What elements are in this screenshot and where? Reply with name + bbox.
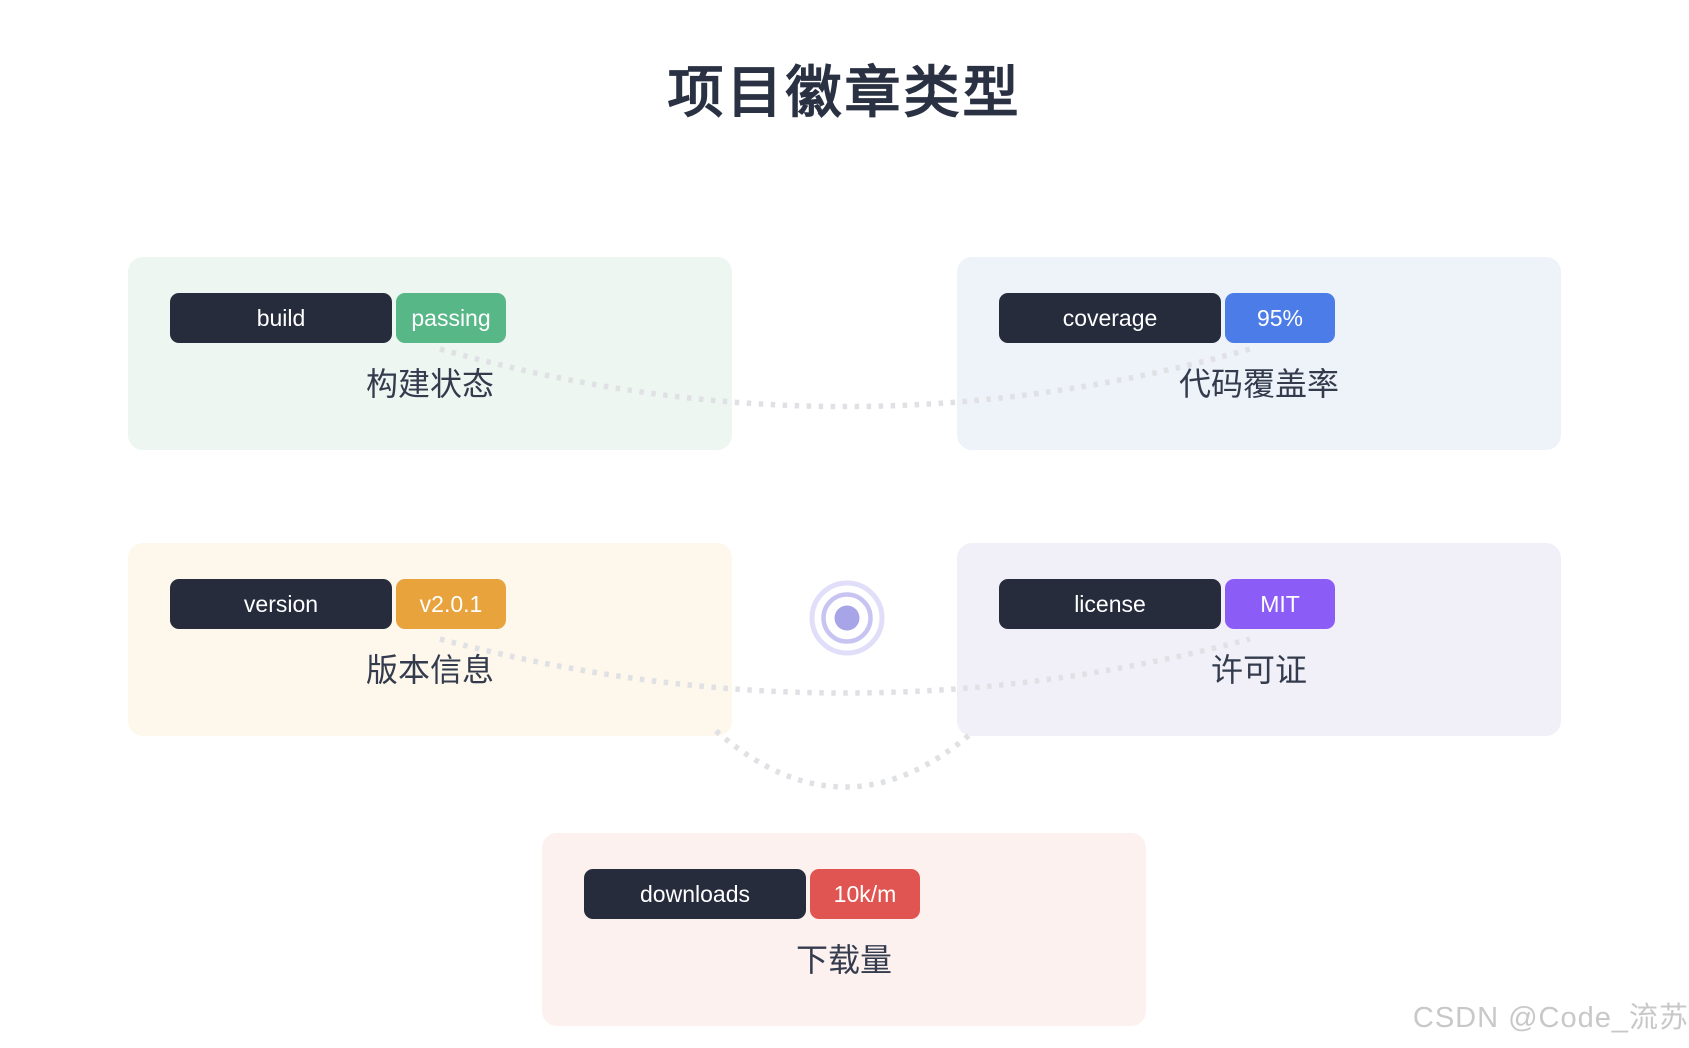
badge-card-downloads: downloads 10k/m 下载量	[542, 833, 1146, 1026]
page-title: 项目徽章类型	[667, 61, 1022, 124]
dotted-connector-bottom	[714, 728, 976, 790]
badge-card-license: license MIT 许可证	[957, 543, 1561, 736]
badge-caption: 构建状态	[365, 366, 494, 402]
watermark: CSDN @Code_流苏	[1412, 1002, 1689, 1034]
badge: downloads 10k/m	[584, 869, 1146, 919]
badge-caption: 下载量	[795, 942, 892, 978]
badge: build passing	[170, 293, 732, 343]
badge-value-segment: passing	[396, 293, 506, 343]
badge-key-segment: downloads	[584, 869, 806, 919]
badge: version v2.0.1	[170, 579, 732, 629]
badge-key-segment: license	[999, 579, 1221, 629]
badge-card-coverage: coverage 95% 代码覆盖率	[957, 257, 1561, 450]
concentric-circles-icon	[809, 580, 885, 656]
badge-key-segment: version	[170, 579, 392, 629]
badge-value-segment: 10k/m	[810, 869, 920, 919]
badge-caption: 代码覆盖率	[1178, 366, 1339, 402]
badge: license MIT	[999, 579, 1561, 629]
badge-card-build: build passing 构建状态	[128, 257, 732, 450]
badge-key-segment: build	[170, 293, 392, 343]
badge-caption: 版本信息	[365, 652, 494, 688]
badge: coverage 95%	[999, 293, 1561, 343]
badge-key-segment: coverage	[999, 293, 1221, 343]
badge-caption: 许可证	[1210, 652, 1307, 688]
badge-value-segment: MIT	[1225, 579, 1335, 629]
badge-value-segment: 95%	[1225, 293, 1335, 343]
badge-value-segment: v2.0.1	[396, 579, 506, 629]
badge-card-version: version v2.0.1 版本信息	[128, 543, 732, 736]
